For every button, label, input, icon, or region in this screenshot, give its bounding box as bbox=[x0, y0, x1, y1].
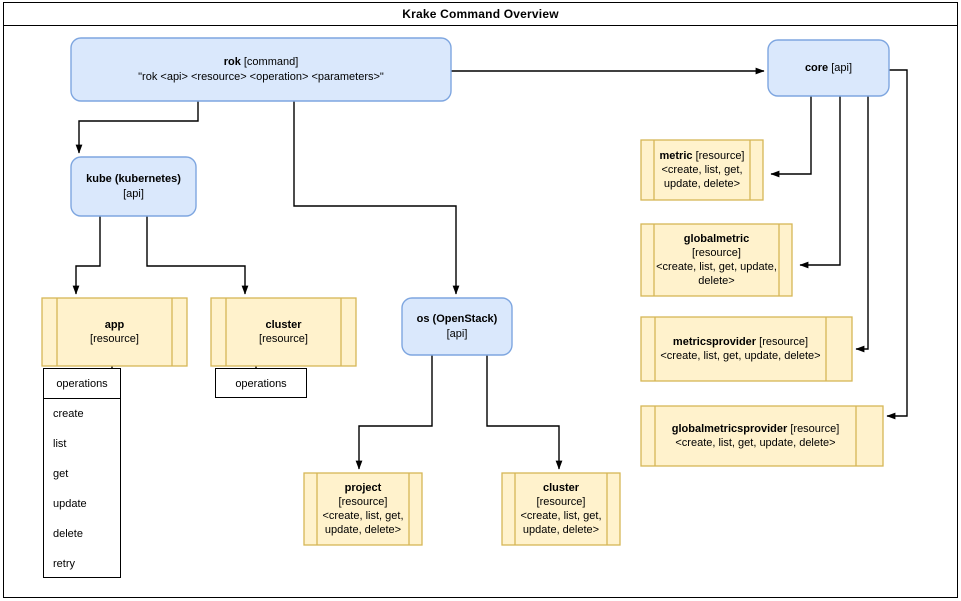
diagram-canvas: rok [command] "rok <api> <resource> <ope… bbox=[3, 26, 958, 598]
node-kube-shape[interactable] bbox=[70, 156, 197, 217]
list-item[interactable]: retry bbox=[53, 558, 75, 570]
edge-os-to-oscluster bbox=[486, 355, 563, 470]
node-metricsprovider-shape[interactable] bbox=[640, 316, 853, 382]
list-item[interactable]: delete bbox=[53, 528, 83, 540]
node-os-shape[interactable] bbox=[401, 297, 513, 356]
edge-core-to-metric bbox=[770, 96, 812, 178]
node-metric-shape[interactable] bbox=[640, 139, 764, 201]
list-item[interactable]: get bbox=[53, 468, 69, 480]
operations-list-cluster[interactable]: operations bbox=[215, 368, 307, 398]
edge-rok-to-kube bbox=[75, 101, 199, 154]
node-globalmetricsprovider-shape[interactable] bbox=[640, 405, 884, 467]
edge-core-to-metricsprovider bbox=[855, 96, 869, 353]
page-title: Krake Command Overview bbox=[402, 7, 559, 21]
node-globalmetric-shape[interactable] bbox=[640, 223, 793, 297]
node-core-shape[interactable] bbox=[767, 39, 890, 97]
operations-list-header: operations bbox=[235, 378, 287, 390]
node-project-shape[interactable] bbox=[303, 472, 423, 546]
node-app-shape[interactable] bbox=[41, 297, 188, 367]
edge-core-to-globalmetric bbox=[799, 96, 841, 269]
list-item[interactable]: update bbox=[53, 498, 87, 510]
edge-os-to-project bbox=[355, 355, 433, 470]
edge-rok-to-os bbox=[293, 101, 460, 295]
diagram-edges-and-shapes bbox=[41, 37, 908, 546]
edge-core-to-globalmetricsprovider bbox=[886, 69, 908, 420]
diagram-title-bar: Krake Command Overview bbox=[3, 2, 958, 26]
node-rok-shape[interactable] bbox=[70, 37, 452, 102]
node-os-cluster-shape[interactable] bbox=[501, 472, 621, 546]
operations-list-header: operations bbox=[44, 369, 120, 399]
operations-list-app[interactable]: operations create list get update delete… bbox=[43, 368, 121, 578]
node-kube-cluster-shape[interactable] bbox=[210, 297, 357, 367]
list-item[interactable]: create bbox=[53, 408, 84, 420]
edge-kube-to-app bbox=[72, 216, 101, 295]
edge-kube-to-cluster bbox=[146, 216, 249, 295]
list-item[interactable]: list bbox=[53, 438, 67, 450]
